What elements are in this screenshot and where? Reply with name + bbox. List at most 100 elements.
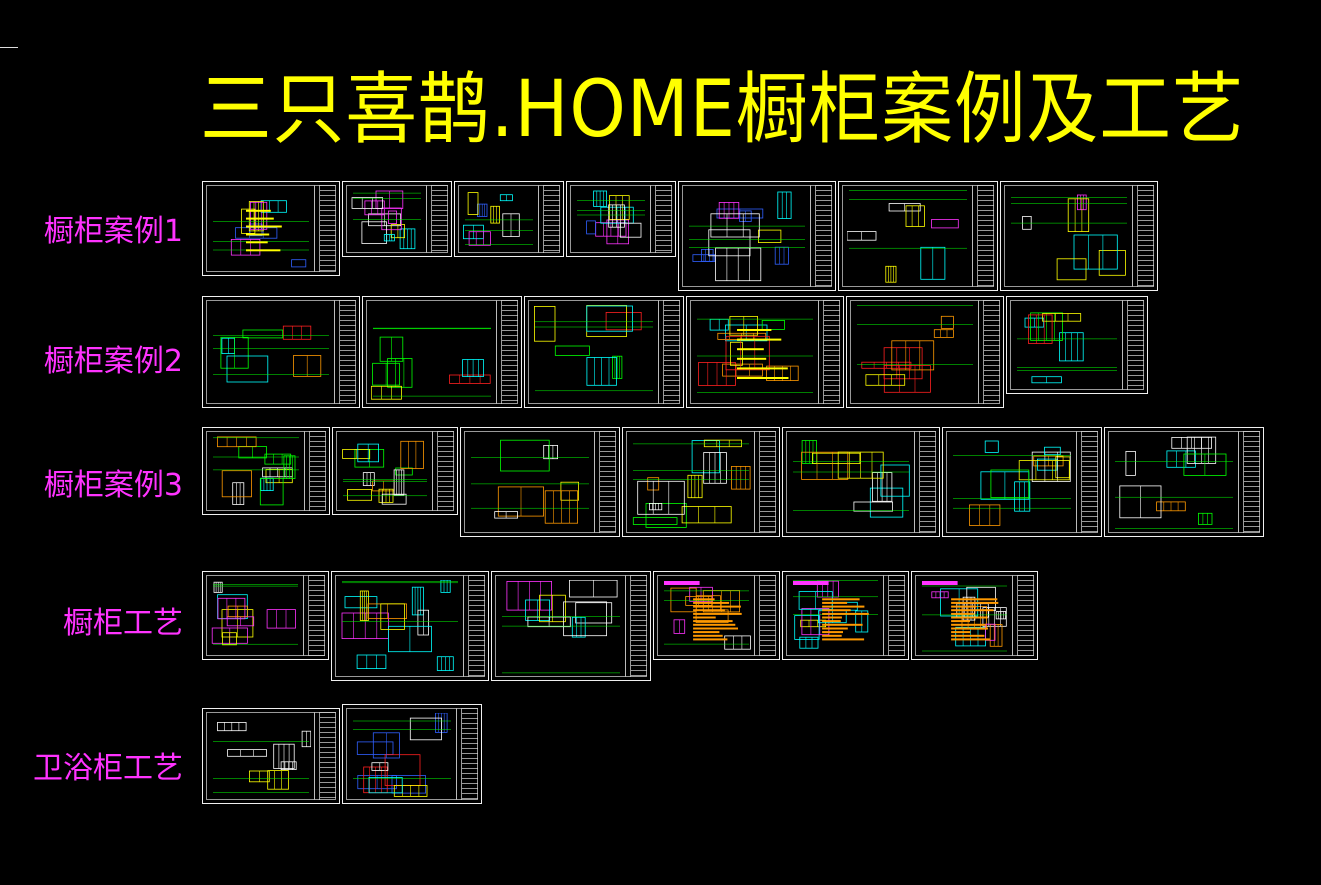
title-block <box>437 431 454 511</box>
title-block-divider <box>625 575 631 677</box>
title-block-divider <box>1012 575 1018 656</box>
title-block <box>655 185 672 253</box>
cad-drawing-linework <box>793 580 878 649</box>
cad-drawing-linework <box>353 713 451 797</box>
title-block-divider <box>650 185 656 253</box>
cad-drawing-linework <box>1017 312 1117 384</box>
title-block <box>759 575 776 656</box>
cad-drawing-linework <box>213 325 329 383</box>
cad-drawing-linework <box>847 190 967 283</box>
drawing-sheet-row1-1 <box>202 181 340 276</box>
drawing-sheet-row3-4 <box>622 427 780 537</box>
cad-drawing-linework <box>922 581 1007 652</box>
row-label-case-3: 橱柜案例3 <box>43 468 183 503</box>
title-block-divider <box>972 185 978 287</box>
drawing-sheet-row4-4 <box>653 571 780 660</box>
drawing-sheet-row1-3 <box>454 181 564 257</box>
title-block-divider <box>883 575 889 656</box>
drawing-sheet-row3-7 <box>1104 427 1264 537</box>
cad-drawing-linework <box>342 440 427 505</box>
cad-drawing-linework <box>341 580 458 671</box>
title-block-divider <box>754 575 760 656</box>
drawing-sheet-row2-6 <box>1006 296 1148 394</box>
title-block-divider <box>456 708 462 800</box>
title-block <box>599 431 616 533</box>
drawing-sheet-row3-2 <box>332 427 458 515</box>
title-block-divider <box>594 431 600 533</box>
title-block-divider <box>914 431 920 533</box>
title-block <box>1017 575 1034 656</box>
title-block <box>309 431 326 511</box>
cad-drawing-linework <box>953 440 1071 526</box>
cad-drawing-linework <box>463 192 533 246</box>
title-block <box>1081 431 1098 533</box>
title-block <box>543 185 560 253</box>
row-label-case-2: 橱柜案例2 <box>43 344 183 379</box>
title-block <box>319 185 336 272</box>
title-block-divider <box>754 431 760 533</box>
title-block <box>759 431 776 533</box>
title-block-divider <box>463 575 469 677</box>
cad-drawing-linework <box>213 722 311 793</box>
title-block <box>823 300 840 404</box>
cad-drawing-linework <box>471 439 589 524</box>
drawing-sheet-row4-3 <box>491 571 651 681</box>
title-block-divider <box>432 431 438 511</box>
drawing-sheet-row5-1 <box>202 708 340 804</box>
title-block <box>1137 185 1154 287</box>
row-label-craft: 橱柜工艺 <box>63 606 183 641</box>
title-block <box>888 575 905 656</box>
drawing-sheet-row5-2 <box>342 704 482 804</box>
cad-drawing-linework <box>502 580 620 674</box>
drawing-sheet-row2-1 <box>202 296 360 408</box>
drawing-sheet-row3-1 <box>202 427 330 515</box>
title-block-divider <box>1132 185 1138 287</box>
drawing-sheet-row3-3 <box>460 427 620 537</box>
cad-drawing-linework <box>664 581 751 650</box>
title-block-divider <box>1122 300 1128 390</box>
drawing-sheet-row1-7 <box>1000 181 1158 291</box>
cad-drawing-linework <box>213 436 299 506</box>
drawing-title: 三只喜鹊.HOME橱柜案例及工艺 <box>200 65 1245 155</box>
row-label-bath-craft: 卫浴柜工艺 <box>33 751 183 786</box>
title-block-divider <box>1238 431 1244 533</box>
cad-drawing-linework <box>697 316 813 393</box>
cad-drawing-linework <box>857 305 973 393</box>
cad-drawing-linework <box>1115 436 1233 529</box>
title-block <box>468 575 485 677</box>
drawing-sheet-row1-6 <box>838 181 998 291</box>
drawing-sheet-row1-4 <box>566 181 676 257</box>
drawing-sheet-row4-1 <box>202 571 329 660</box>
title-block <box>1243 431 1260 533</box>
drawing-sheet-row2-2 <box>362 296 522 408</box>
title-block <box>815 185 832 287</box>
title-block-divider <box>978 300 984 404</box>
title-block-divider <box>314 712 320 800</box>
cad-drawing-linework <box>213 200 309 268</box>
title-block-divider <box>658 300 664 404</box>
drawing-sheet-row3-5 <box>782 427 940 537</box>
cad-drawing-linework <box>793 440 910 518</box>
title-block-divider <box>304 431 310 511</box>
title-block-divider <box>496 300 502 404</box>
drawing-sheet-row1-5 <box>678 181 836 291</box>
cad-drawing-linework <box>577 190 645 245</box>
title-block <box>431 185 448 253</box>
cad-drawing-linework <box>1011 194 1127 281</box>
title-block-divider <box>810 185 816 287</box>
title-block <box>663 300 680 404</box>
title-block-divider <box>334 300 340 404</box>
cad-drawing-linework <box>689 191 805 282</box>
title-block <box>977 185 994 287</box>
title-block <box>319 712 336 800</box>
drawing-sheet-row4-6 <box>911 571 1038 660</box>
origin-tick <box>0 47 18 48</box>
title-block <box>983 300 1000 404</box>
cad-drawing-linework <box>632 439 751 528</box>
drawing-sheet-row3-6 <box>942 427 1102 537</box>
title-block-divider <box>303 575 309 656</box>
row-label-case-1: 橱柜案例1 <box>43 214 183 249</box>
cad-drawing-linework <box>533 305 653 392</box>
title-block <box>919 431 936 533</box>
title-block <box>1127 300 1144 390</box>
